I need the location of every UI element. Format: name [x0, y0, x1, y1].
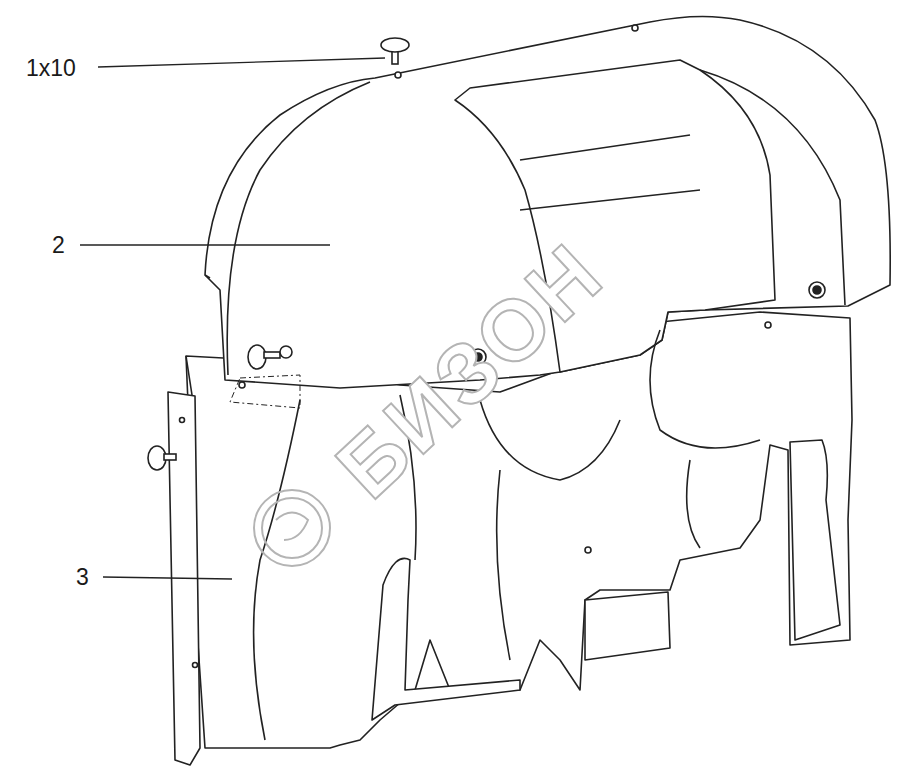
hole [193, 663, 198, 668]
callout-number: 2 [52, 234, 65, 257]
leader-line [103, 577, 232, 579]
bolt [280, 346, 292, 358]
callout-number: 1x10 [26, 57, 76, 80]
bolt [809, 282, 825, 298]
watermark-logo [254, 490, 330, 566]
hidden-outline [230, 375, 300, 408]
hole [395, 72, 401, 78]
tab [585, 592, 670, 660]
knob [381, 38, 409, 52]
callout-number: 3 [76, 566, 89, 589]
hole [180, 418, 185, 423]
knob-stem [164, 454, 176, 460]
tab [372, 558, 520, 720]
hole [585, 547, 591, 553]
tab [790, 440, 840, 640]
hole [632, 25, 638, 31]
leader-line [98, 58, 385, 67]
leader-line [80, 244, 330, 245]
hole [239, 382, 245, 388]
hole [765, 322, 771, 328]
knob-stem [264, 352, 280, 358]
bolt-center [813, 286, 821, 294]
